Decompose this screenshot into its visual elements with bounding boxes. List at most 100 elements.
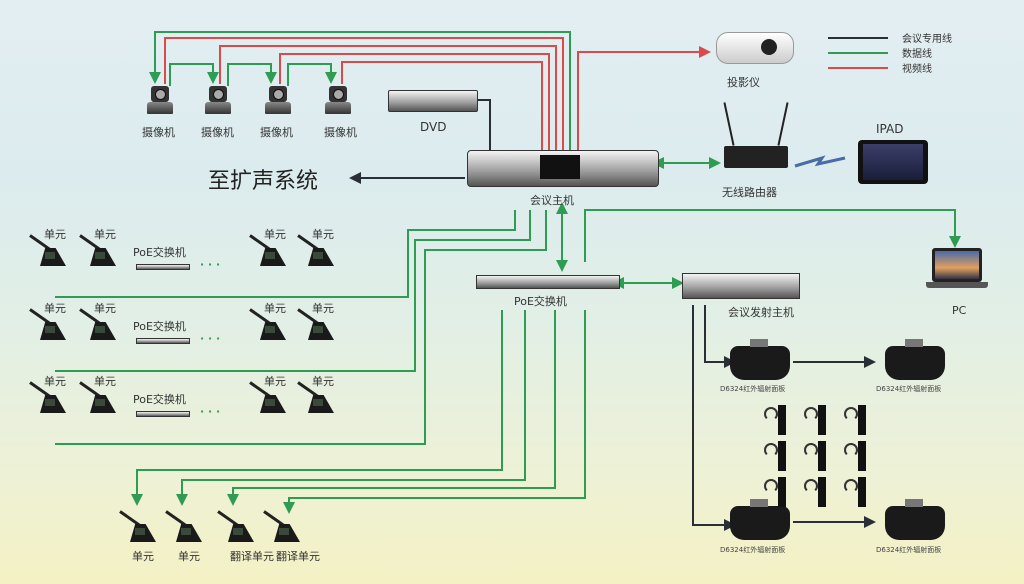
transmitter-host-label: 会议发射主机: [728, 306, 794, 319]
conference-unit-icon: [263, 510, 304, 544]
legend-swatch: [828, 36, 888, 39]
data-line-cam2-3: [227, 63, 277, 86]
camera-icon: [205, 86, 231, 116]
router-icon: [723, 102, 789, 168]
conference-host-icon: [467, 150, 659, 187]
ir-receiver-icon: [778, 405, 786, 435]
video-line-cam2: [219, 45, 557, 150]
conference-unit-icon: [217, 510, 258, 544]
camera-icon: [325, 86, 351, 116]
legend-swatch: [828, 51, 888, 54]
speaker-system-label: 至扩声系统: [208, 169, 319, 194]
poe-switch-icon: [136, 338, 190, 344]
ir-panel-icon: [885, 339, 945, 380]
legend-swatch: [828, 66, 888, 69]
headphone-icon: [764, 407, 778, 421]
headphone-icon: [804, 443, 818, 457]
data-line-bottom4: [283, 310, 586, 514]
conference-unit-icon: [29, 234, 70, 268]
ir-receiver-icon: [818, 441, 826, 471]
camera-label: 摄像机: [324, 126, 357, 139]
unit-label: 单元: [312, 302, 334, 315]
data-line-cam1-2: [169, 63, 219, 86]
unit-label: 单元: [312, 375, 334, 388]
headphone-icon: [844, 443, 858, 457]
headphone-icon: [804, 479, 818, 493]
conference-unit-icon: [29, 381, 70, 415]
headphone-icon: [844, 479, 858, 493]
headphone-icon: [764, 443, 778, 457]
conference-host-label: 会议主机: [530, 194, 574, 207]
ipad-label: IPAD: [876, 122, 904, 136]
ir-receiver-icon: [778, 441, 786, 471]
ir-receiver-icon: [858, 441, 866, 471]
conference-unit-icon: [297, 234, 338, 268]
legend-item-conference: 会议专用线: [828, 30, 952, 45]
data-line-cam1: [149, 31, 571, 150]
headphone-icon: [804, 407, 818, 421]
camera-icon: [265, 86, 291, 116]
conf-line-dvd: [477, 99, 491, 150]
conference-unit-icon: [79, 234, 120, 268]
ellipsis-indicator: · · ·: [200, 258, 221, 271]
unit-label: 单元: [44, 375, 66, 388]
poe-switch-icon: [476, 275, 620, 289]
data-line-bottom2: [176, 310, 526, 506]
data-line-row1: [330, 210, 516, 298]
data-line-pc: [584, 209, 961, 262]
data-line-bottom3: [227, 310, 556, 506]
dvd-player-icon: [388, 90, 478, 112]
wireless-bolt-icon: [794, 155, 846, 168]
conference-unit-icon: [249, 234, 290, 268]
camera-icon: [147, 86, 173, 116]
ir-receiver-icon: [778, 477, 786, 507]
unit-label: 单元: [44, 302, 66, 315]
laptop-icon: [926, 248, 988, 288]
camera-label: 摄像机: [142, 126, 175, 139]
unit-label: 单元: [94, 302, 116, 315]
ellipsis-indicator: · · ·: [200, 405, 221, 418]
poe-switch-label: PoE交换机: [514, 295, 567, 308]
conference-unit-icon: [79, 381, 120, 415]
conference-unit-icon: [79, 308, 120, 342]
video-line-projector: [577, 46, 711, 150]
ipad-icon: [858, 140, 928, 184]
conference-unit-icon: [249, 308, 290, 342]
unit-label: 单元: [264, 302, 286, 315]
ir-panel-label: D6324红外辐射面板: [876, 546, 942, 554]
pc-label: PC: [952, 304, 967, 317]
router-label: 无线路由器: [722, 186, 777, 199]
dvd-label: DVD: [420, 120, 447, 134]
unit-label: 单元: [312, 228, 334, 241]
ir-receiver-icon: [818, 405, 826, 435]
ir-panel-label: D6324红外辐射面板: [720, 546, 786, 554]
ir-panel-label: D6324红外辐射面板: [720, 385, 786, 393]
poe-switch-icon: [136, 411, 190, 417]
data-line-bottom1: [131, 310, 503, 506]
conference-unit-icon: [249, 381, 290, 415]
poe-switch-label: PoE交换机: [133, 393, 186, 406]
unit-label: 翻译单元: [230, 550, 274, 563]
ir-panel-icon: [730, 499, 790, 540]
unit-label: 单元: [132, 550, 154, 563]
legend-item-data: 数据线: [828, 45, 932, 60]
conf-line-ir3: [692, 305, 736, 531]
unit-label: 单元: [264, 228, 286, 241]
video-line-cam4: [341, 61, 543, 150]
conf-line-ir1: [704, 305, 736, 368]
poe-switch-label: PoE交换机: [133, 246, 186, 259]
legend-item-video: 视频线: [828, 60, 932, 75]
projector-label: 投影仪: [727, 76, 760, 89]
unit-label: 单元: [94, 375, 116, 388]
conference-unit-icon: [29, 308, 70, 342]
headphone-icon: [844, 407, 858, 421]
unit-label: 单元: [178, 550, 200, 563]
conference-unit-icon: [119, 510, 160, 544]
unit-label: 单元: [44, 228, 66, 241]
ir-panel-label: D6324红外辐射面板: [876, 385, 942, 393]
conference-unit-icon: [297, 381, 338, 415]
row-lines: [55, 296, 330, 445]
unit-label: 翻译单元: [276, 550, 320, 563]
video-line-cam3: [279, 53, 550, 150]
